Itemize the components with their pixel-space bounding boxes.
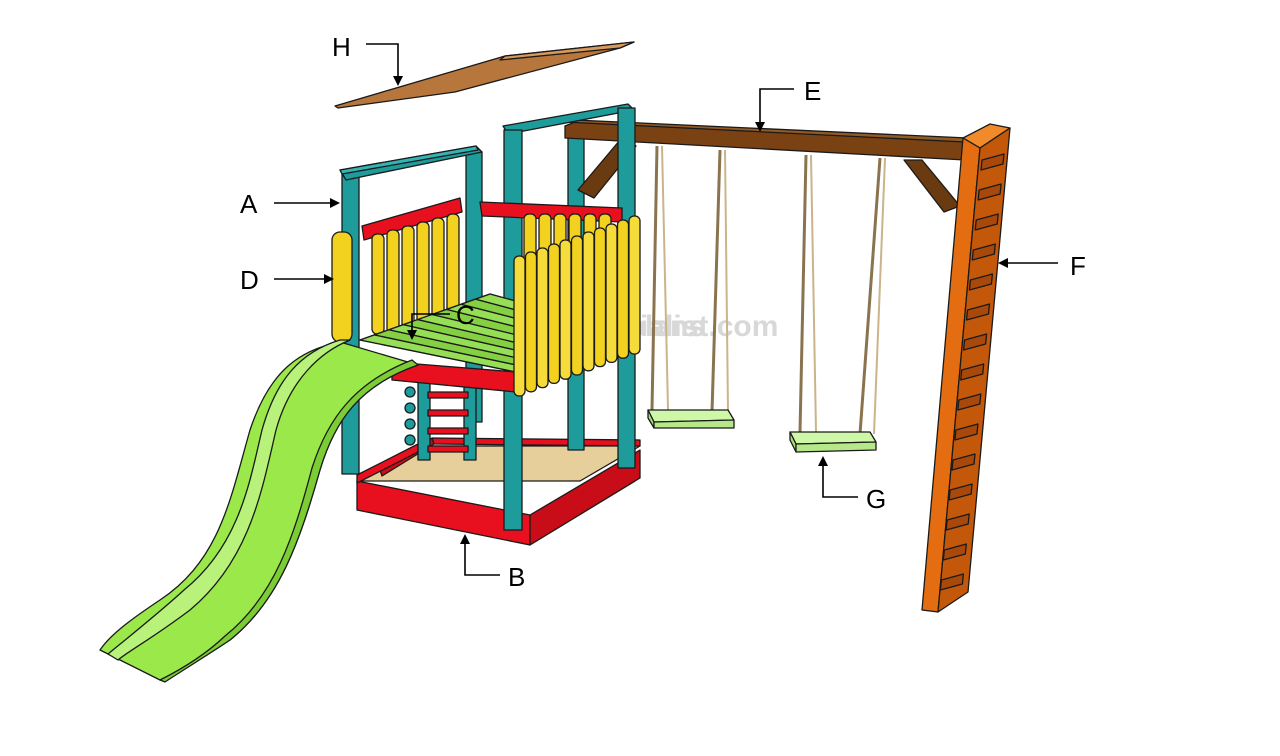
label-F-text: F [1070, 251, 1086, 281]
front-slat [606, 224, 617, 362]
side-slat [332, 232, 352, 342]
front-slat [595, 228, 606, 367]
label-H: H [332, 32, 403, 86]
label-E: E [755, 76, 821, 132]
label-A-text: A [240, 189, 258, 219]
watermark-text-tail: ialist.com [640, 310, 778, 343]
front-slat [572, 236, 583, 375]
front-slat [560, 240, 571, 379]
front-slat [549, 244, 560, 383]
front-slat [629, 216, 640, 354]
label-E-text: E [804, 76, 821, 106]
front-slat [537, 248, 548, 388]
sandbox [357, 438, 640, 545]
label-D-text: D [240, 265, 259, 295]
roof-panel [335, 42, 634, 108]
side-slats [332, 232, 352, 342]
front-slat [583, 232, 594, 371]
front-slat [618, 220, 629, 358]
front-slat [514, 256, 525, 396]
swing-left [648, 146, 734, 428]
label-A: A [240, 189, 340, 219]
label-F: F [998, 251, 1086, 281]
label-H-text: H [332, 32, 351, 62]
front-slat [526, 252, 537, 392]
label-G-text: G [866, 484, 886, 514]
swing-right [790, 155, 885, 452]
label-B-text: B [508, 562, 525, 592]
back-slat [372, 234, 384, 334]
label-C-text: C [456, 300, 475, 330]
back-slat [387, 230, 399, 334]
label-G: G [818, 456, 886, 514]
label-D: D [240, 265, 334, 295]
